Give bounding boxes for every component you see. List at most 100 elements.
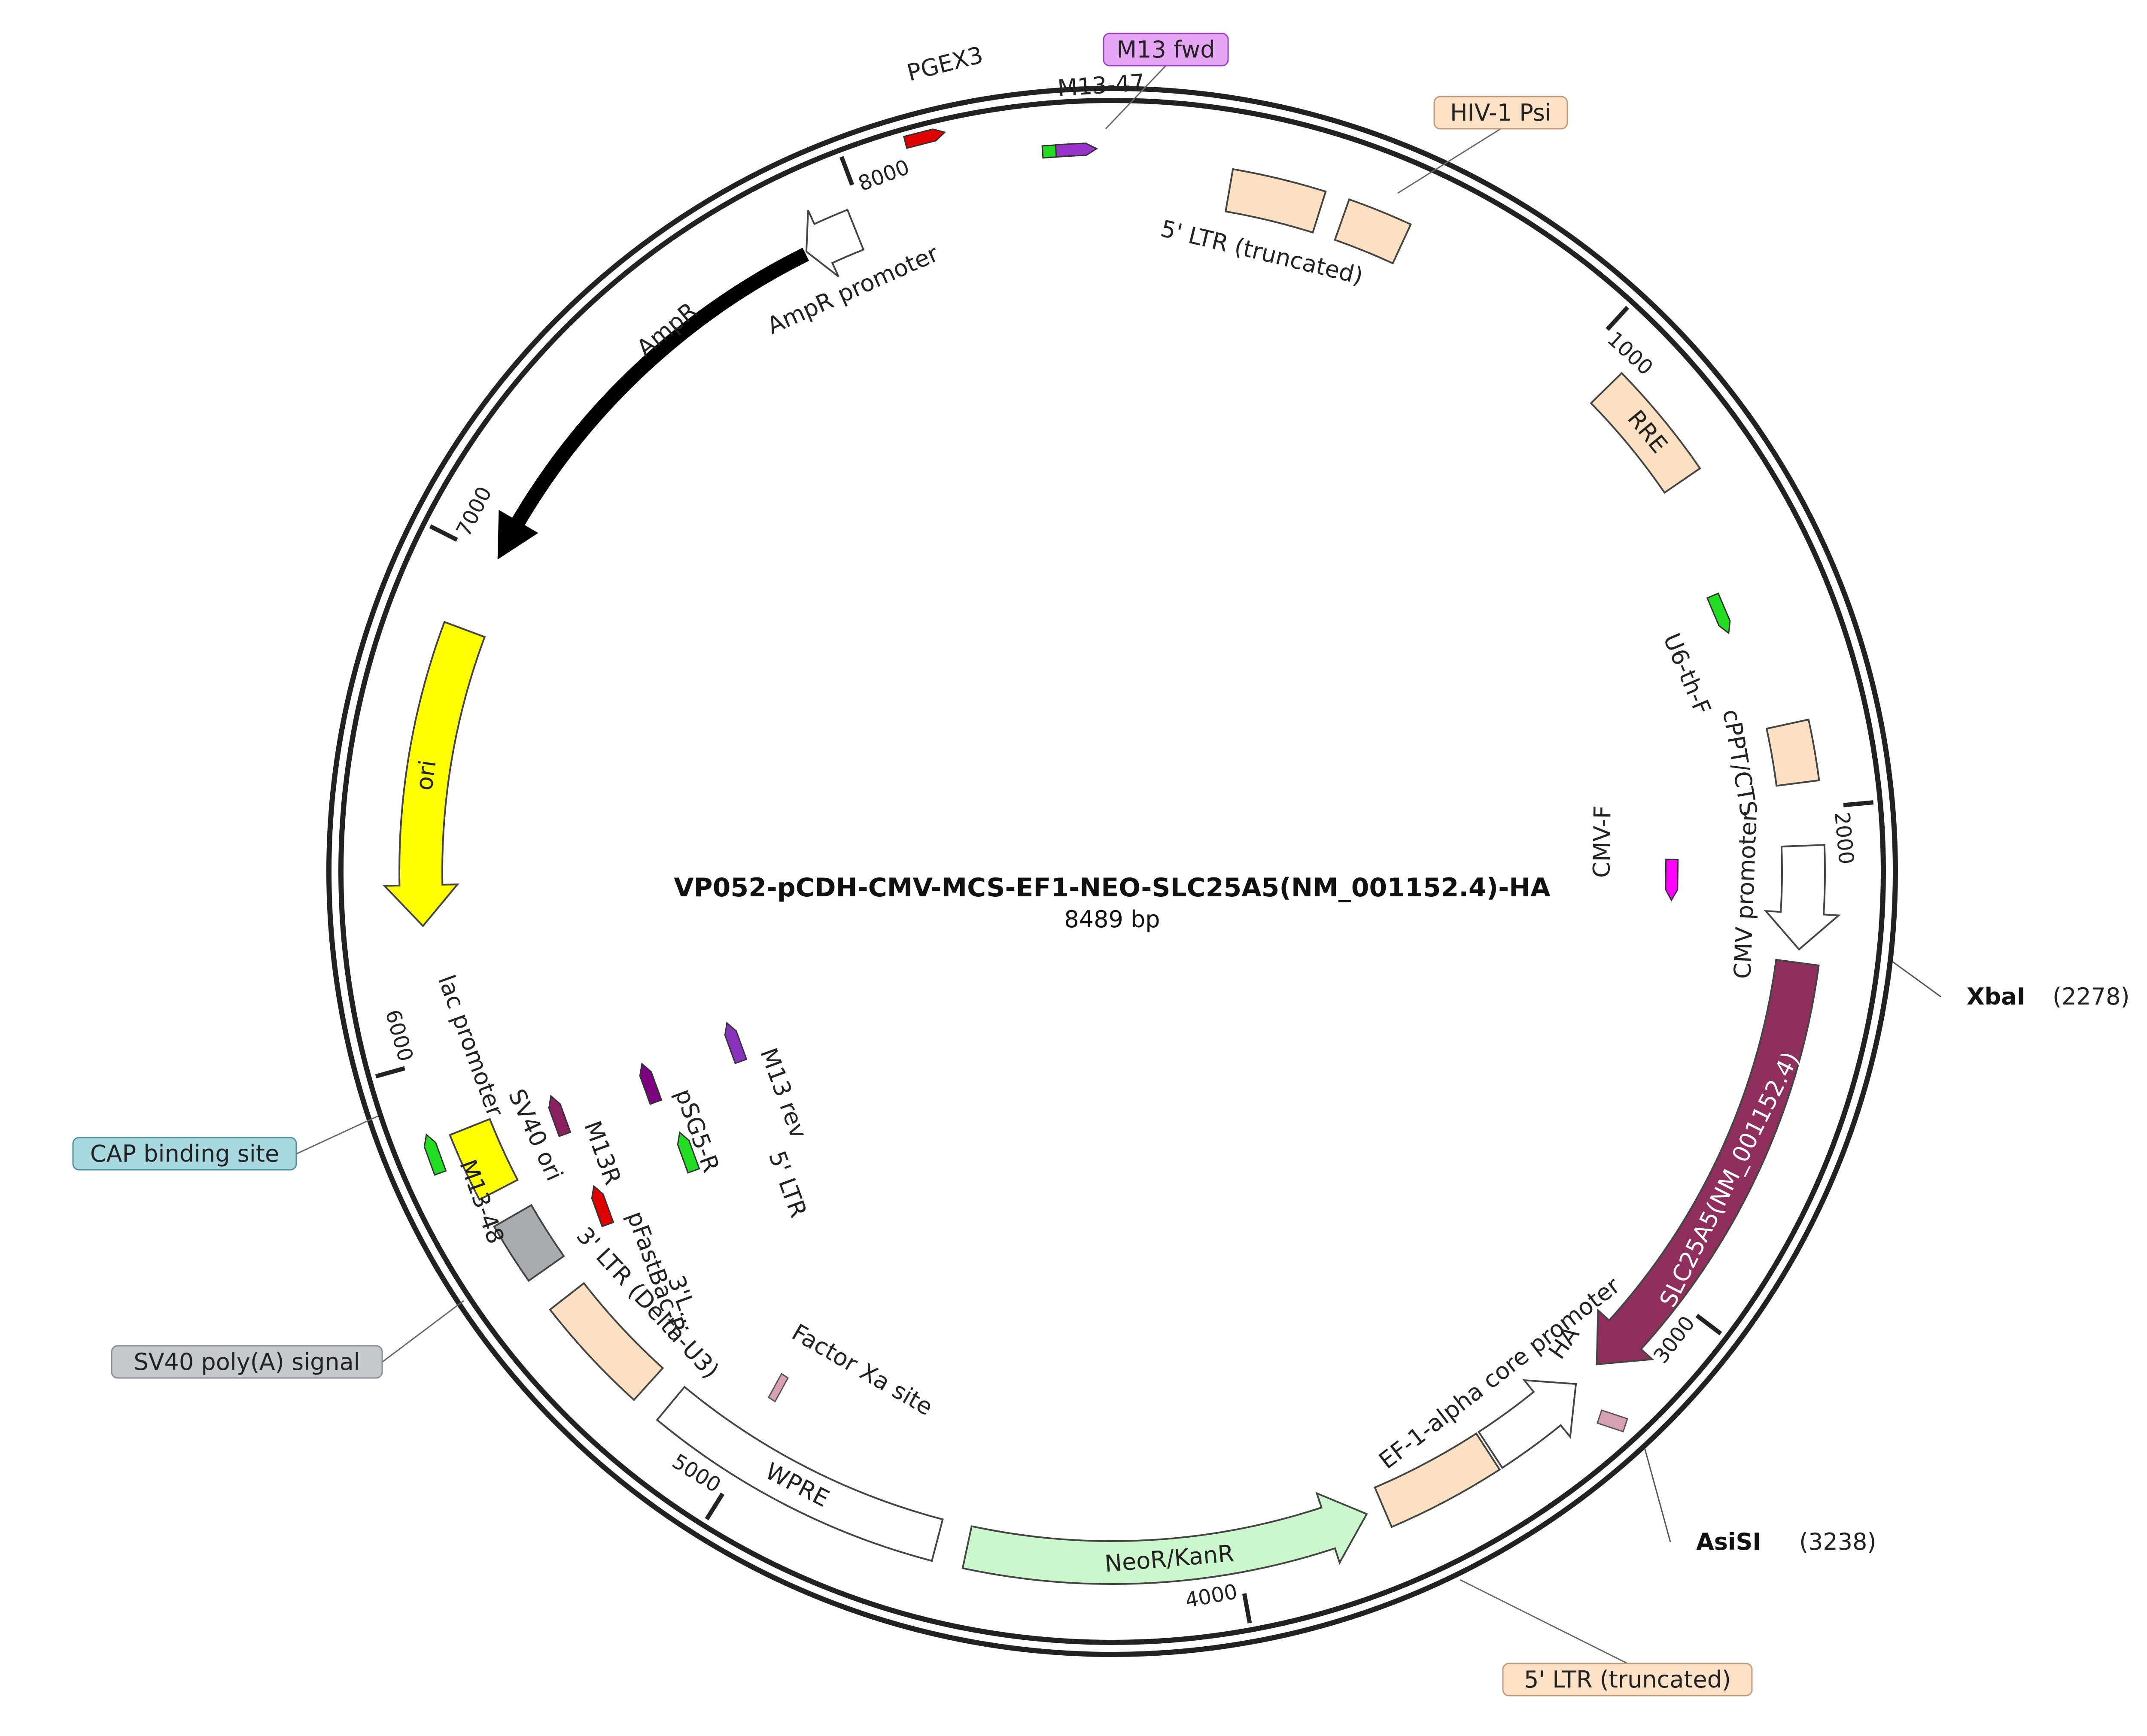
site-name: AsiSI (1696, 1528, 1761, 1555)
site-position: (3238) (1799, 1528, 1876, 1555)
backbone-outer-ring (326, 86, 1898, 1657)
feature-hiv-psi[interactable] (1334, 198, 1412, 265)
callout-text: M13 fwd (1117, 36, 1215, 63)
tick-label: 2000 (1830, 811, 1858, 865)
feature-cmv-prom[interactable] (1764, 844, 1841, 951)
feature-annotations (382, 168, 1841, 1585)
feature-wpre[interactable] (656, 1385, 944, 1562)
feature-neor[interactable] (961, 1492, 1368, 1585)
primer[interactable]: pSG5-R (636, 1062, 725, 1176)
primer-shape (423, 1133, 447, 1176)
feature-ef1a[interactable] (1478, 1379, 1577, 1469)
primer-label: PGEX3 (904, 41, 986, 87)
tick-mark (705, 1492, 725, 1521)
callout-text: 5' LTR (truncated) (1524, 1666, 1731, 1693)
feature-sv40ori[interactable] (449, 1118, 519, 1201)
primer-label: U6-th-F (1658, 629, 1716, 719)
site-xbai[interactable]: XbaI (2278) (1892, 961, 2130, 1010)
feature-cmv-prom-shape (1764, 844, 1841, 951)
feature-ltr5-top[interactable] (1224, 168, 1327, 234)
tick-mark (1843, 800, 1874, 807)
tick-label: 4000 (1183, 1580, 1239, 1613)
feature-ori[interactable] (382, 621, 486, 928)
callout-leader-line (1105, 65, 1167, 130)
feature-cppt[interactable] (1765, 718, 1820, 787)
feature-slc25a5-label: SLC25A5(NM_001152.4) (1654, 1047, 1804, 1311)
callout-4[interactable]: 5' LTR (truncated) (1460, 1579, 1753, 1697)
tick-mark (1606, 306, 1630, 331)
site-position: (2278) (2053, 983, 2130, 1010)
callout-0[interactable]: M13 fwd (1103, 33, 1229, 130)
inner-feature-label: 5' LTR (763, 1147, 812, 1221)
callout-box (1502, 1663, 1753, 1697)
ha-tag-mark[interactable] (1597, 1409, 1628, 1433)
primer-shape (677, 1131, 700, 1174)
callout-3[interactable]: SV40 poly(A) signal (111, 1300, 464, 1379)
tick-mark (1242, 1593, 1252, 1624)
primer-shape (1706, 592, 1731, 634)
feature-sv40ori-shape (449, 1118, 519, 1201)
factor-xa-mark[interactable] (768, 1372, 789, 1403)
primer[interactable]: CMV-F (1588, 805, 1679, 902)
callout-box (1433, 96, 1568, 130)
feature-sv40pa[interactable] (493, 1204, 565, 1282)
feature-rre[interactable] (1590, 372, 1701, 494)
callout-leader-line (1460, 1579, 1628, 1664)
feature-ampr-prom-shape (805, 209, 865, 278)
callout-leader-line (382, 1300, 464, 1363)
feature-ltr5-bot[interactable] (1374, 1432, 1501, 1528)
tick-mark (839, 156, 855, 186)
primer[interactable] (674, 1130, 700, 1174)
feature-ltr5-bot-shape (1374, 1432, 1501, 1528)
tick-mark (429, 524, 458, 542)
site-leader-line (1644, 1448, 1671, 1542)
feature-ltr3-shape (549, 1282, 664, 1401)
primer[interactable]: U6-th-F (1658, 592, 1734, 719)
feature-ampr-shape (497, 248, 809, 560)
backbone-inner-ring (338, 98, 1886, 1645)
callout-leader-line (296, 1115, 378, 1155)
feature-ampr[interactable] (497, 248, 809, 560)
inner-feature-label: lac promoter (433, 971, 509, 1120)
feature-ori-label: ori (411, 759, 441, 792)
plasmid-title: VP052-pCDH-CMV-MCS-EF1-NEO-SLC25A5(NM_00… (674, 873, 1551, 903)
plasmid-length: 8489 bp (1064, 906, 1160, 933)
primer-shape (548, 1095, 572, 1137)
feature-wpre-shape (656, 1385, 944, 1562)
feature-ampr-prom[interactable] (805, 209, 865, 278)
feature-ori-shape (382, 621, 486, 928)
feature-neor-shape (961, 1492, 1368, 1585)
site-name: XbaI (1967, 983, 2025, 1010)
primer-label: M13 rev (755, 1044, 812, 1142)
primer[interactable]: M13 rev (721, 1021, 812, 1142)
primer[interactable]: PGEX3 (903, 41, 986, 149)
callout-box (1103, 33, 1229, 67)
tick-label: 8000 (855, 155, 912, 196)
site-asisi[interactable]: AsiSI (3238) (1644, 1448, 1876, 1555)
feature-cppt-label: cPPT/CTS (1718, 707, 1763, 818)
primer-shape (591, 1185, 614, 1227)
feature-ltr5-top-shape (1224, 168, 1327, 234)
callout-text: HIV-1 Psi (1450, 99, 1551, 126)
feature-slc25a5[interactable] (1596, 959, 1820, 1366)
primer[interactable] (1055, 143, 1098, 158)
tick-mark (375, 1066, 405, 1079)
callout-1[interactable]: HIV-1 Psi (1397, 96, 1568, 194)
primer-shape (639, 1062, 663, 1105)
site-leader-line (1892, 961, 1941, 998)
tick-label: 1000 (1603, 327, 1657, 380)
tick-label: 7000 (452, 483, 497, 540)
callout-leader-line (1397, 128, 1501, 194)
callout-box (72, 1137, 297, 1171)
inner-feature-label: Factor Xa site (788, 1319, 938, 1421)
callout-2[interactable]: CAP binding site (72, 1115, 378, 1171)
primer-shape (903, 128, 946, 149)
feature-ltr5-top-label: 5' LTR (truncated) (1158, 215, 1365, 290)
primer-shape (724, 1022, 748, 1064)
primer-label: M13-47 (1057, 69, 1146, 102)
feature-ltr3[interactable] (549, 1282, 664, 1401)
